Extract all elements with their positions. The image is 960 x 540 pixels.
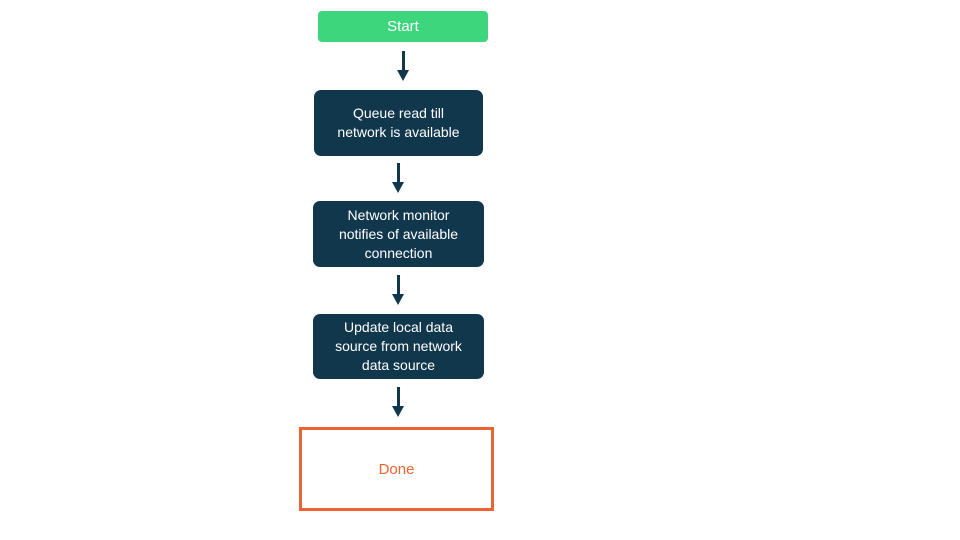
node-label: Done bbox=[378, 460, 415, 478]
flow-node-done: Done bbox=[299, 427, 494, 511]
arrow-down-icon bbox=[392, 163, 404, 193]
flow-node-start: Start bbox=[318, 11, 488, 42]
node-label-line: data source bbox=[361, 357, 436, 373]
node-label-line: connection bbox=[364, 244, 433, 261]
flow-node-network-monitor: Network monitor notifies of available co… bbox=[313, 201, 484, 267]
node-label-line: network is available bbox=[337, 124, 460, 140]
arrow-shaft bbox=[396, 275, 400, 294]
node-label-line: Queue read till bbox=[352, 105, 445, 121]
arrow-down-icon bbox=[392, 275, 404, 305]
arrow-down-icon bbox=[397, 51, 409, 81]
node-label-line: Network monitor bbox=[347, 206, 450, 223]
flow-node-queue-read: Queue read till network is available bbox=[314, 90, 483, 156]
node-label-line: notifies of available bbox=[338, 225, 459, 242]
node-label-line: source from network bbox=[335, 338, 462, 354]
arrow-down-icon bbox=[392, 387, 404, 417]
node-label: Start bbox=[387, 18, 419, 35]
arrow-head bbox=[392, 406, 404, 417]
arrow-shaft bbox=[396, 163, 400, 182]
arrow-shaft bbox=[396, 387, 400, 406]
flow-node-update-local-data: Update local data source from network da… bbox=[313, 314, 484, 379]
node-label-line: Update local data bbox=[344, 319, 453, 335]
arrow-shaft bbox=[401, 51, 405, 70]
arrow-head bbox=[392, 294, 404, 305]
arrow-head bbox=[397, 70, 409, 81]
arrow-head bbox=[392, 182, 404, 193]
